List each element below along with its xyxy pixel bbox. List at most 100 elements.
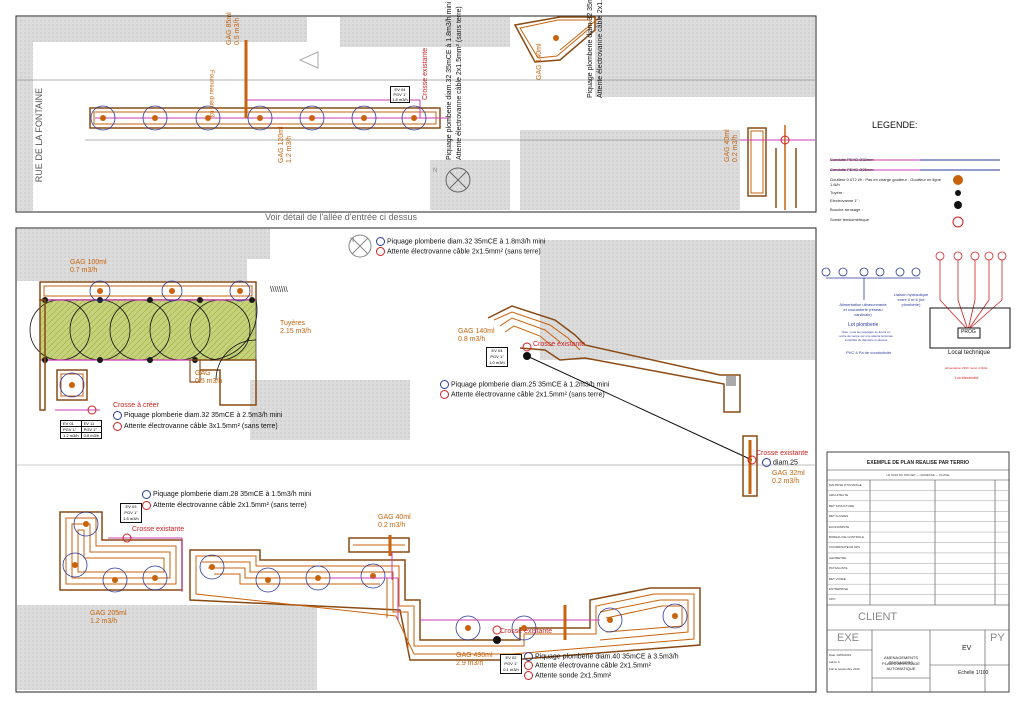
plumbing-icon xyxy=(762,458,771,467)
note-top-attente-text: Attente électrovanne câble 2x1.5mm² (san… xyxy=(387,248,541,256)
gag-top-left: GAG 85ml 0.5 m3/h xyxy=(226,12,242,45)
gag140-text: GAG 140ml xyxy=(458,328,495,335)
gag-top-mid: GAG 120ml 1.2 m3/h xyxy=(278,126,294,163)
note-28-attente-line: Attente électrovanne câble 2x1.5mm² (san… xyxy=(142,500,311,511)
tb-py: PY xyxy=(990,632,1005,644)
tb-row-label: BET VOIRIE xyxy=(829,576,846,581)
valve-icon xyxy=(524,661,533,671)
gag-top-40: GAG 40ml 0.2 m3/h xyxy=(724,129,740,162)
valve-icon xyxy=(142,500,151,510)
legend-pehd-32: Conduite PEHD Ø32mm xyxy=(830,157,874,162)
ev-box-top: EV 04 PGV 1" 1.8 m3/h xyxy=(390,86,410,103)
valve-icon xyxy=(113,421,122,431)
main-frame xyxy=(15,227,817,693)
legend-sonde: Sonde tensiométrique xyxy=(830,217,869,222)
note-bottom-piquage-text: Piquage plomberie diam.40 35mCE à 3.5m3/… xyxy=(535,653,679,661)
note-28-piquage-text: Piquage plomberie diam.28 35mCE à 1.5m3/… xyxy=(153,491,312,498)
ev-box-top-id: EV 04 xyxy=(394,87,406,92)
attente-vertical: Attente électrovanne câble 2x1.5mm² (san… xyxy=(456,6,463,160)
tb-subheading: LE NOM DU PROJET — ADRESSE — PHASE xyxy=(886,473,950,477)
legend-prog: PROG xyxy=(961,329,976,335)
plumbing-icon xyxy=(142,489,151,499)
note-right-attente-line: Attente électrovanne câble 2x1.5mm² (san… xyxy=(440,390,609,400)
north-top: N xyxy=(433,168,438,174)
note-left-piquage-line: Piquage plomberie diam.32 35mCE à 2.5m3/… xyxy=(113,410,282,421)
tb-fait: Fait le septembre 2019 xyxy=(829,666,872,673)
tb-row-label: ARCHITECTE xyxy=(829,493,849,498)
crosse-bottom: Crosse existante xyxy=(500,628,553,635)
legend-liaison: Liaison hydraulique entre 0 et 6 (lot pl… xyxy=(893,292,929,307)
plumbing-icon xyxy=(376,237,385,246)
note-top-piquage-text: Piquage plomberie diam.32 35mCE à 1.8m3/… xyxy=(387,238,546,246)
gag-top-left-flow: 0.5 m3/h xyxy=(234,17,241,45)
gag140-label: GAG 140ml 0.8 m3/h xyxy=(458,328,495,344)
ev-140-id: EV 04 xyxy=(491,348,503,353)
gag32-label: GAG 32ml 0.2 m3/h xyxy=(772,470,805,486)
legend-panel xyxy=(821,159,1011,349)
svg-text:\\\\\\\\: \\\\\\\\ xyxy=(270,285,289,294)
tb-row-label: BUREAU DE CONTROLE xyxy=(829,535,865,540)
gag-top-mid-label: GAG 120ml xyxy=(278,126,285,163)
tb-indice-label: Indice xyxy=(829,660,838,664)
plumbing-icon xyxy=(440,380,449,389)
tb-row-label: COORDINATEUR SPS xyxy=(829,545,860,550)
street-name: RUE DE LA FONTAINE xyxy=(34,87,44,183)
note-right-attente-text: Attente électrovanne câble 2x1.5mm² (san… xyxy=(451,391,605,399)
top-view xyxy=(17,16,815,211)
legend-lot-elec: Lot électricité xyxy=(955,375,979,380)
plumbing-icon xyxy=(113,410,122,420)
legend-tuyere: Tuyère : xyxy=(830,190,845,195)
note-bottom: Piquage plomberie diam.40 35mCE à 3.5m3/… xyxy=(524,652,679,680)
note-top-attente-line: Attente électrovanne câble 2x1.5mm² (san… xyxy=(376,247,545,257)
note-top-piquage: Piquage plomberie diam.32 35mCE à 1.8m3/… xyxy=(376,237,545,258)
tb-row-label: PAYSAGISTE xyxy=(829,566,848,571)
gag-top-40-flow: 0.2 m3/h xyxy=(732,134,739,162)
diam25-label: diam.25 xyxy=(762,458,798,467)
gag490-text: GAG 490ml xyxy=(456,652,493,659)
gag490-flow: 2.9 m3/h xyxy=(456,660,484,667)
attente-vertical-2: Attente électrovanne câble 2x1.5mm² (san… xyxy=(597,0,604,98)
note-bottom-sonde-line: Attente sonde 2x1.5mm² xyxy=(524,670,679,680)
note-right-piquage-text: Piquage plomberie diam.25 35mCE à 1.2m3/… xyxy=(451,381,610,389)
gag-top-40-label: GAG 40ml xyxy=(724,129,731,162)
note-right-piquage-line: Piquage plomberie diam.25 35mCE à 1.2m3/… xyxy=(440,380,609,390)
gag32-text: GAG 32ml xyxy=(772,470,805,477)
ev-box-top-flow: 1.8 m3/h xyxy=(392,97,408,102)
sensor-icon xyxy=(524,670,533,680)
piquage-vertical: Piquage plomberie diam.32 35mCE à 1.8m3/… xyxy=(446,1,453,160)
legend-local: Local technique xyxy=(948,350,991,356)
ev-box-28: EV 03 PGV 1" 1.5 m3/h xyxy=(120,503,142,523)
tb-row-label: GEOMETRE xyxy=(829,555,847,560)
gag-top-mid-flow: 1.2 m3/h xyxy=(286,135,293,163)
gag100-flow: 0.7 m3/h xyxy=(70,267,98,274)
tb-indice-value: A xyxy=(837,660,840,664)
main-view: N \\\\\\\\ xyxy=(17,229,815,690)
tb-plan: PLAN D'ARROSAGE AUTOMATIQUE xyxy=(882,661,920,671)
tb-fait-label: Fait le xyxy=(829,667,838,671)
tb-client: CLIENT xyxy=(858,611,898,623)
note-left-attente-line: Attente électrovanne câble 3x1.5mm² (san… xyxy=(113,421,282,432)
ev-box-140: EV 04 PGV 1" 1.0 m3/h xyxy=(486,347,508,367)
valve-icon xyxy=(440,390,449,400)
gag32-flow: 0.2 m3/h xyxy=(772,478,800,485)
crosse-32: Crosse existante xyxy=(756,450,809,457)
crosse-bl: Crosse existante xyxy=(132,526,185,533)
legend-pehd-25: Conduite PEHD Ø25mm xyxy=(830,167,874,172)
plumbing-icon xyxy=(524,652,533,661)
ev-bottom-flow: 0.1 m3/h xyxy=(503,667,519,672)
note-28-piquage-line: Piquage plomberie diam.28 35mCE à 1.5m3/… xyxy=(142,489,311,500)
tb-row-label: BET STRUCTURE xyxy=(829,503,855,508)
note-left-piquage-text: Piquage plomberie diam.32 35mCE à 2.5m3/… xyxy=(124,412,283,419)
legend-electrovanne: Electrovanne 1" : xyxy=(830,198,861,203)
note-top-piquage-line: Piquage plomberie diam.32 35mCE à 1.8m3/… xyxy=(376,237,545,247)
ev-28-id: EV 03 xyxy=(125,504,137,509)
piquage-vertical-2: Piquage plomberie diam.32 35mCE à 1.8m3/… xyxy=(587,0,594,98)
legend-alim-elec: alimentation 230V mono 2.0kVa xyxy=(945,366,988,370)
crosse-creer: Crosse à créer xyxy=(113,402,159,409)
legend-bouche: Bouche arrosage : xyxy=(830,207,863,212)
note-bottom-piquage-line: Piquage plomberie diam.40 35mCE à 3.5m3/… xyxy=(524,652,679,661)
tuyeres-flow: 2.15 m3/h xyxy=(280,328,312,335)
note-bottom-attente-line: Attente électrovanne câble 2x1.5mm² xyxy=(524,661,679,671)
tb-ev: EV xyxy=(962,645,972,652)
